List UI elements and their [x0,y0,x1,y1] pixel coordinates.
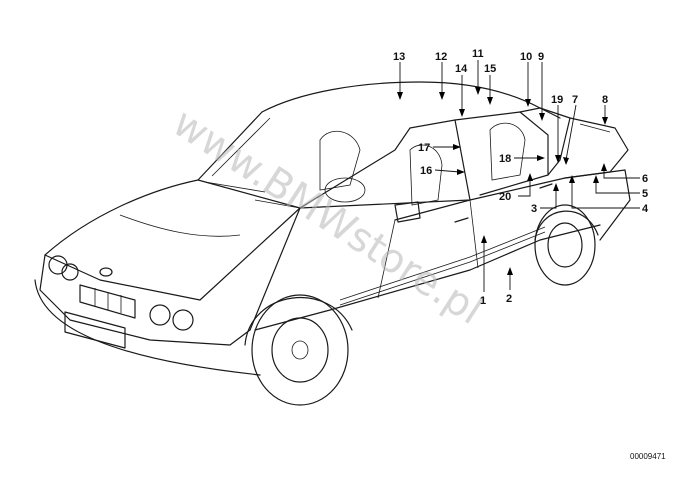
callout-16: 16 [420,165,432,177]
callout-17: 17 [418,142,430,154]
callout-3: 3 [531,203,537,215]
watermark: www.BMWstore.pl [165,100,491,334]
callout-7: 7 [572,94,578,106]
callout-5: 5 [642,188,648,200]
callout-18: 18 [499,153,511,165]
callout-6: 6 [642,173,648,185]
callout-1: 1 [480,295,486,307]
callout-19: 19 [551,94,563,106]
callout-labels: 13 12 11 14 15 10 9 19 7 8 17 16 18 20 3… [393,48,649,307]
callout-9: 9 [538,51,544,63]
leader-lines [397,60,640,292]
callout-12: 12 [435,51,447,63]
callout-15: 15 [484,63,496,75]
callout-10: 10 [520,51,532,63]
callout-13: 13 [393,51,405,63]
callout-2: 2 [506,293,512,305]
callout-8: 8 [602,94,608,106]
document-number: 00009471 [630,452,666,461]
callout-4: 4 [642,203,649,215]
car-illustration [34,81,631,406]
callout-11: 11 [472,48,484,60]
callout-20: 20 [499,191,511,203]
callout-14: 14 [455,63,468,75]
